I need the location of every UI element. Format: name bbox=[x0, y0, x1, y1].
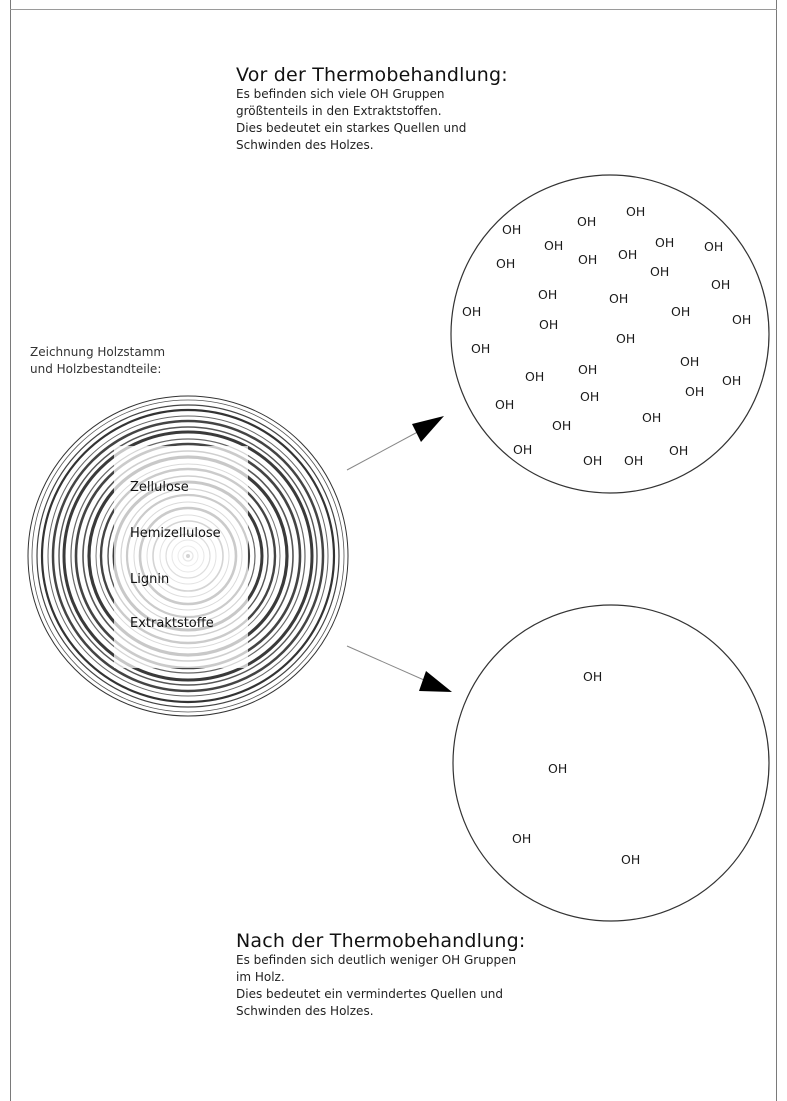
component-lignin: Lignin bbox=[130, 572, 169, 587]
oh-group-before-set: OH OH OH OH OH OH OH OH OH OH OH OH OH OH OH OH OH OH OH OH… bbox=[462, 204, 751, 468]
tree-ring bbox=[62, 430, 314, 682]
component-label-panel bbox=[114, 446, 248, 668]
arrowhead-after bbox=[419, 671, 452, 692]
component-zellulose: Zellulose bbox=[130, 480, 189, 495]
tree-ring bbox=[40, 408, 336, 704]
oh-label-before: OH bbox=[496, 256, 515, 271]
component-hemizellulose: Hemizellulose bbox=[130, 526, 221, 541]
oh-label-before: OH bbox=[583, 453, 602, 468]
caption-line-1: Zeichnung Holzstamm bbox=[30, 345, 166, 359]
oh-label-before: OH bbox=[539, 317, 558, 332]
frame-left-border bbox=[10, 0, 11, 1101]
oh-label-before: OH bbox=[669, 443, 688, 458]
before-line-1: Es befinden sich viele OH Gruppen bbox=[236, 87, 445, 101]
oh-label-before: OH bbox=[624, 453, 643, 468]
tree-ring bbox=[36, 404, 340, 708]
tree-ring bbox=[70, 438, 306, 674]
oh-label-before: OH bbox=[711, 277, 730, 292]
tree-ring bbox=[31, 399, 345, 713]
before-line-2: größtenteils in den Extraktstoffen. bbox=[236, 104, 442, 118]
oh-label-before: OH bbox=[642, 410, 661, 425]
oh-label-before: OH bbox=[578, 362, 597, 377]
oh-label-before: OH bbox=[618, 247, 637, 262]
oh-label-after: OH bbox=[512, 831, 531, 846]
oh-label-before: OH bbox=[722, 373, 741, 388]
tree-ring bbox=[47, 415, 329, 697]
after-treatment-text: Nach der Thermobehandlung: Es befinden s… bbox=[236, 930, 566, 1020]
oh-label-before: OH bbox=[552, 418, 571, 433]
after-line-4: Schwinden des Holzes. bbox=[236, 1004, 374, 1018]
before-line-4: Schwinden des Holzes. bbox=[236, 138, 374, 152]
oh-label-before: OH bbox=[609, 291, 628, 306]
oh-label-before: OH bbox=[525, 369, 544, 384]
oh-label-before: OH bbox=[577, 214, 596, 229]
oh-label-before: OH bbox=[616, 331, 635, 346]
arrowhead-before bbox=[412, 416, 444, 442]
caption-line-2: und Holzbestandteile: bbox=[30, 362, 162, 376]
tree-ring bbox=[58, 426, 318, 686]
drawing-caption: Zeichnung Holzstamm und Holzbestandteile… bbox=[30, 344, 230, 378]
oh-label-before: OH bbox=[680, 354, 699, 369]
oh-label-before: OH bbox=[655, 235, 674, 250]
oh-label-before: OH bbox=[502, 222, 521, 237]
arrow-to-after bbox=[346, 645, 452, 692]
oh-label-after: OH bbox=[621, 852, 640, 867]
oh-label-before: OH bbox=[650, 264, 669, 279]
oh-label-before: OH bbox=[544, 238, 563, 253]
oh-label-after: OH bbox=[548, 761, 567, 776]
after-line-3: Dies bedeutet ein vermindertes Quellen u… bbox=[236, 987, 504, 1001]
oh-label-after: OH bbox=[583, 669, 602, 684]
frame-top-border bbox=[10, 9, 777, 10]
after-line-2: im Holz. bbox=[236, 970, 285, 984]
oh-group-after-set: OH OH OH OH bbox=[512, 669, 640, 867]
tree-ring bbox=[27, 395, 349, 717]
oh-label-before: OH bbox=[626, 204, 645, 219]
circle-before-treatment bbox=[450, 174, 770, 494]
before-heading: Vor der Thermobehandlung: bbox=[236, 64, 508, 86]
oh-label-before: OH bbox=[580, 389, 599, 404]
after-heading: Nach der Thermobehandlung: bbox=[236, 930, 526, 952]
oh-label-before: OH bbox=[685, 384, 704, 399]
oh-label-before: OH bbox=[471, 341, 490, 356]
oh-label-before: OH bbox=[578, 252, 597, 267]
tree-ring bbox=[51, 419, 325, 693]
before-treatment-text: Vor der Thermobehandlung: Es befinden si… bbox=[236, 64, 536, 154]
component-extraktstoffe: Extraktstoffe bbox=[130, 616, 214, 631]
frame-right-border bbox=[776, 0, 777, 1101]
oh-label-before: OH bbox=[462, 304, 481, 319]
oh-label-before: OH bbox=[704, 239, 723, 254]
after-line-1: Es befinden sich deutlich weniger OH Gru… bbox=[236, 953, 517, 967]
before-line-3: Dies bedeutet ein starkes Quellen und bbox=[236, 121, 467, 135]
oh-label-before: OH bbox=[513, 442, 532, 457]
oh-label-before: OH bbox=[495, 397, 514, 412]
oh-label-before: OH bbox=[732, 312, 751, 327]
log-cross-section bbox=[27, 395, 349, 717]
oh-label-before: OH bbox=[538, 287, 557, 302]
arrow-to-before bbox=[346, 416, 444, 471]
oh-label-before: OH bbox=[671, 304, 690, 319]
circle-after-treatment bbox=[452, 604, 770, 922]
